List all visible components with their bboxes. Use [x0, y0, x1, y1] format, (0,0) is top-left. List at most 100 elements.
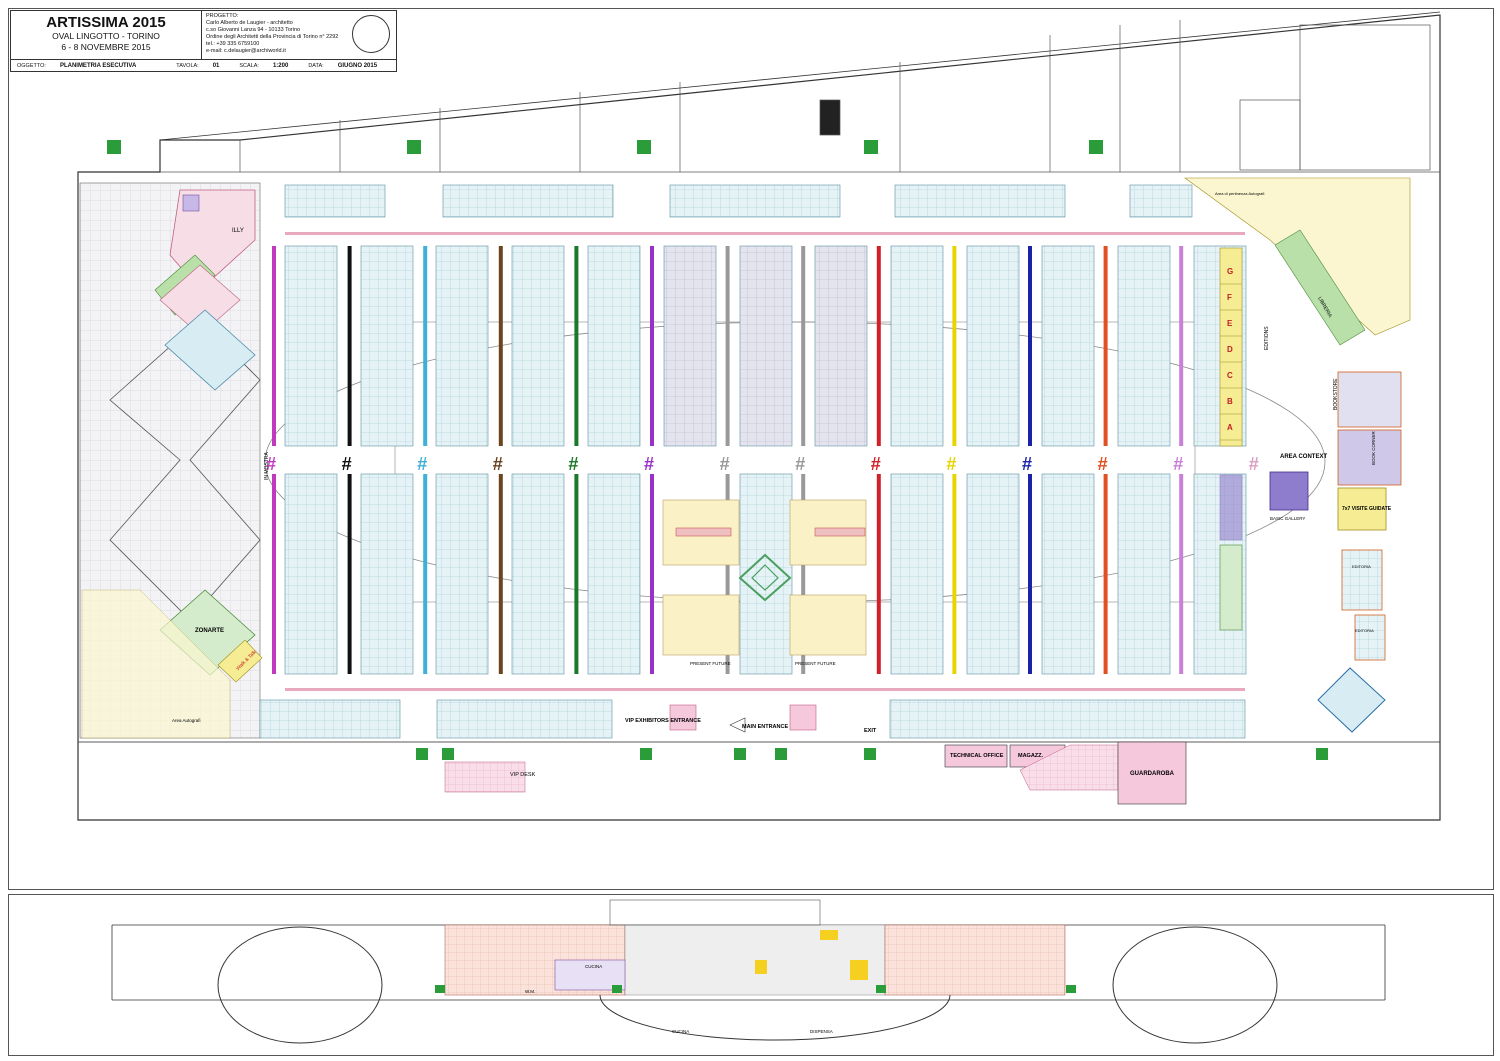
stand-block: [284, 473, 338, 675]
aisle-line: [1103, 474, 1108, 674]
stand-block: [890, 245, 944, 447]
bookstore-area: [1337, 371, 1402, 428]
present-future-label-right: PRESENT FUTURE: [795, 661, 836, 666]
order-of-architects: Ordine degli Architetti della Provincia …: [206, 34, 339, 40]
stand-block: [663, 245, 717, 447]
vip-desk-area: [444, 761, 526, 793]
event-dates: 6 - 8 NOVEMBRE 2015: [61, 42, 151, 52]
stand-block: [966, 473, 1020, 675]
south-service-strip: [77, 741, 1441, 821]
bookstore-label: BOOKSTORE: [1333, 378, 1339, 410]
stand-block: [511, 473, 565, 675]
technical-office-label: TECHNICAL OFFICE: [950, 753, 1004, 759]
aisle-line: [801, 474, 806, 674]
book-corner-area: [1337, 429, 1402, 486]
exit-sign-icon: [640, 748, 652, 760]
exit-sign-icon: [775, 748, 787, 760]
aisle-line: [725, 246, 730, 446]
exit-sign-icon: [864, 748, 876, 760]
aisle-line: [574, 246, 579, 446]
exit-sign-icon: [442, 748, 454, 760]
stand-block: [814, 245, 868, 447]
stand-block: [1041, 473, 1095, 675]
editions-letter: F: [1227, 293, 1232, 302]
lower-section-plan: [111, 899, 1386, 1044]
exit-signs-north: [107, 140, 1103, 154]
stand-block: [435, 245, 489, 447]
aisle-line: [498, 246, 503, 446]
exit-label: EXIT: [864, 728, 877, 734]
guardaroba: [1117, 741, 1187, 805]
south-aisle-bar: [285, 688, 1245, 691]
cucina-label-lower: CUCINA: [672, 1029, 689, 1034]
exit-sign-icon: [1316, 748, 1328, 760]
editions-letter: G: [1227, 267, 1233, 276]
illy-label: ILLY: [232, 228, 244, 234]
editions-column: [1219, 247, 1243, 447]
stand-block: [739, 473, 793, 675]
illy-booth: [182, 194, 200, 212]
exit-sign-icon: [416, 748, 428, 760]
stand-block: [360, 245, 414, 447]
aisle-line: [1028, 246, 1032, 446]
hash-marker: #: [342, 454, 352, 474]
aisle-line: [272, 474, 276, 674]
hash-marker: #: [568, 454, 578, 474]
area-autografi-top-label: Area di pertinenza Autografi: [1215, 191, 1264, 196]
stand-block: [1041, 245, 1095, 447]
tavola-value: 01: [212, 63, 220, 69]
north-service-rooms: [160, 20, 1440, 173]
title-block-event: ARTISSIMA 2015 OVAL LINGOTTO - TORINO 6 …: [11, 11, 202, 59]
present-future-area: [662, 499, 867, 656]
stand-block: [966, 245, 1020, 447]
data-value: GIUGNO 2015: [337, 63, 378, 69]
editions-letter: C: [1227, 371, 1233, 380]
stand-block: [587, 473, 641, 675]
stand-block: [360, 473, 414, 675]
aisle-line: [1103, 246, 1108, 446]
tavola-label: TAVOLA:: [176, 63, 199, 69]
aisle-line: [725, 474, 730, 674]
basic-gallery-label: BASIC GALLERY: [1270, 516, 1305, 521]
stand-block: [890, 473, 944, 675]
editoria-label-2: EDITORIA: [1355, 628, 1374, 633]
aisle-line: [498, 474, 503, 674]
stand-block: [511, 245, 565, 447]
aisle-line: [1028, 474, 1032, 674]
aisle-line: [801, 246, 806, 446]
aisle-line: [952, 246, 957, 446]
blue-pavilion: [164, 309, 256, 391]
stand-block: [284, 245, 338, 447]
oggetto-label: OGGETTO:: [17, 63, 46, 69]
section-sheet: [8, 894, 1494, 1056]
purple-stand: [1219, 474, 1243, 541]
area-autografi-label: Area Autografi: [172, 718, 201, 723]
yellow-lounge: [81, 589, 231, 739]
hash-marker: #: [720, 454, 730, 474]
scala-label: SCALA:: [239, 63, 259, 69]
editions-letter: D: [1227, 345, 1233, 354]
title-block: ARTISSIMA 2015 OVAL LINGOTTO - TORINO 6 …: [10, 10, 397, 72]
stand-block: [435, 473, 489, 675]
aisle-line: [347, 246, 352, 446]
address: c.so Giovanni Lanza 94 - 10133 Torino: [206, 27, 301, 33]
aisle-line: [423, 474, 428, 674]
hash-marker: #: [493, 454, 503, 474]
cucina-label-upper: CUCINA: [585, 964, 602, 969]
architect-seal-icon: [352, 15, 390, 53]
hash-marker: #: [417, 454, 427, 474]
green-stand: [1219, 544, 1243, 631]
title-block-project: PROGETTO: Carlo Alberto de Laugier - arc…: [202, 11, 396, 59]
dispensa-label: DISPENSA: [810, 1029, 833, 1034]
blue-booth-right: [1317, 667, 1386, 733]
aisle-line: [574, 474, 579, 674]
architect: Carlo Alberto de Laugier - architetto: [206, 20, 293, 26]
email: e-mail: c.delaugier@archiworld.it: [206, 48, 286, 54]
editions-label: EDITIONS: [1264, 326, 1270, 350]
aisle-line: [272, 246, 276, 446]
exit-sign-icon: [734, 748, 746, 760]
book-corner-label: BOOK CORNER: [1371, 430, 1376, 465]
hash-marker: #: [1173, 454, 1183, 474]
wm-label: W.M.: [525, 989, 535, 994]
